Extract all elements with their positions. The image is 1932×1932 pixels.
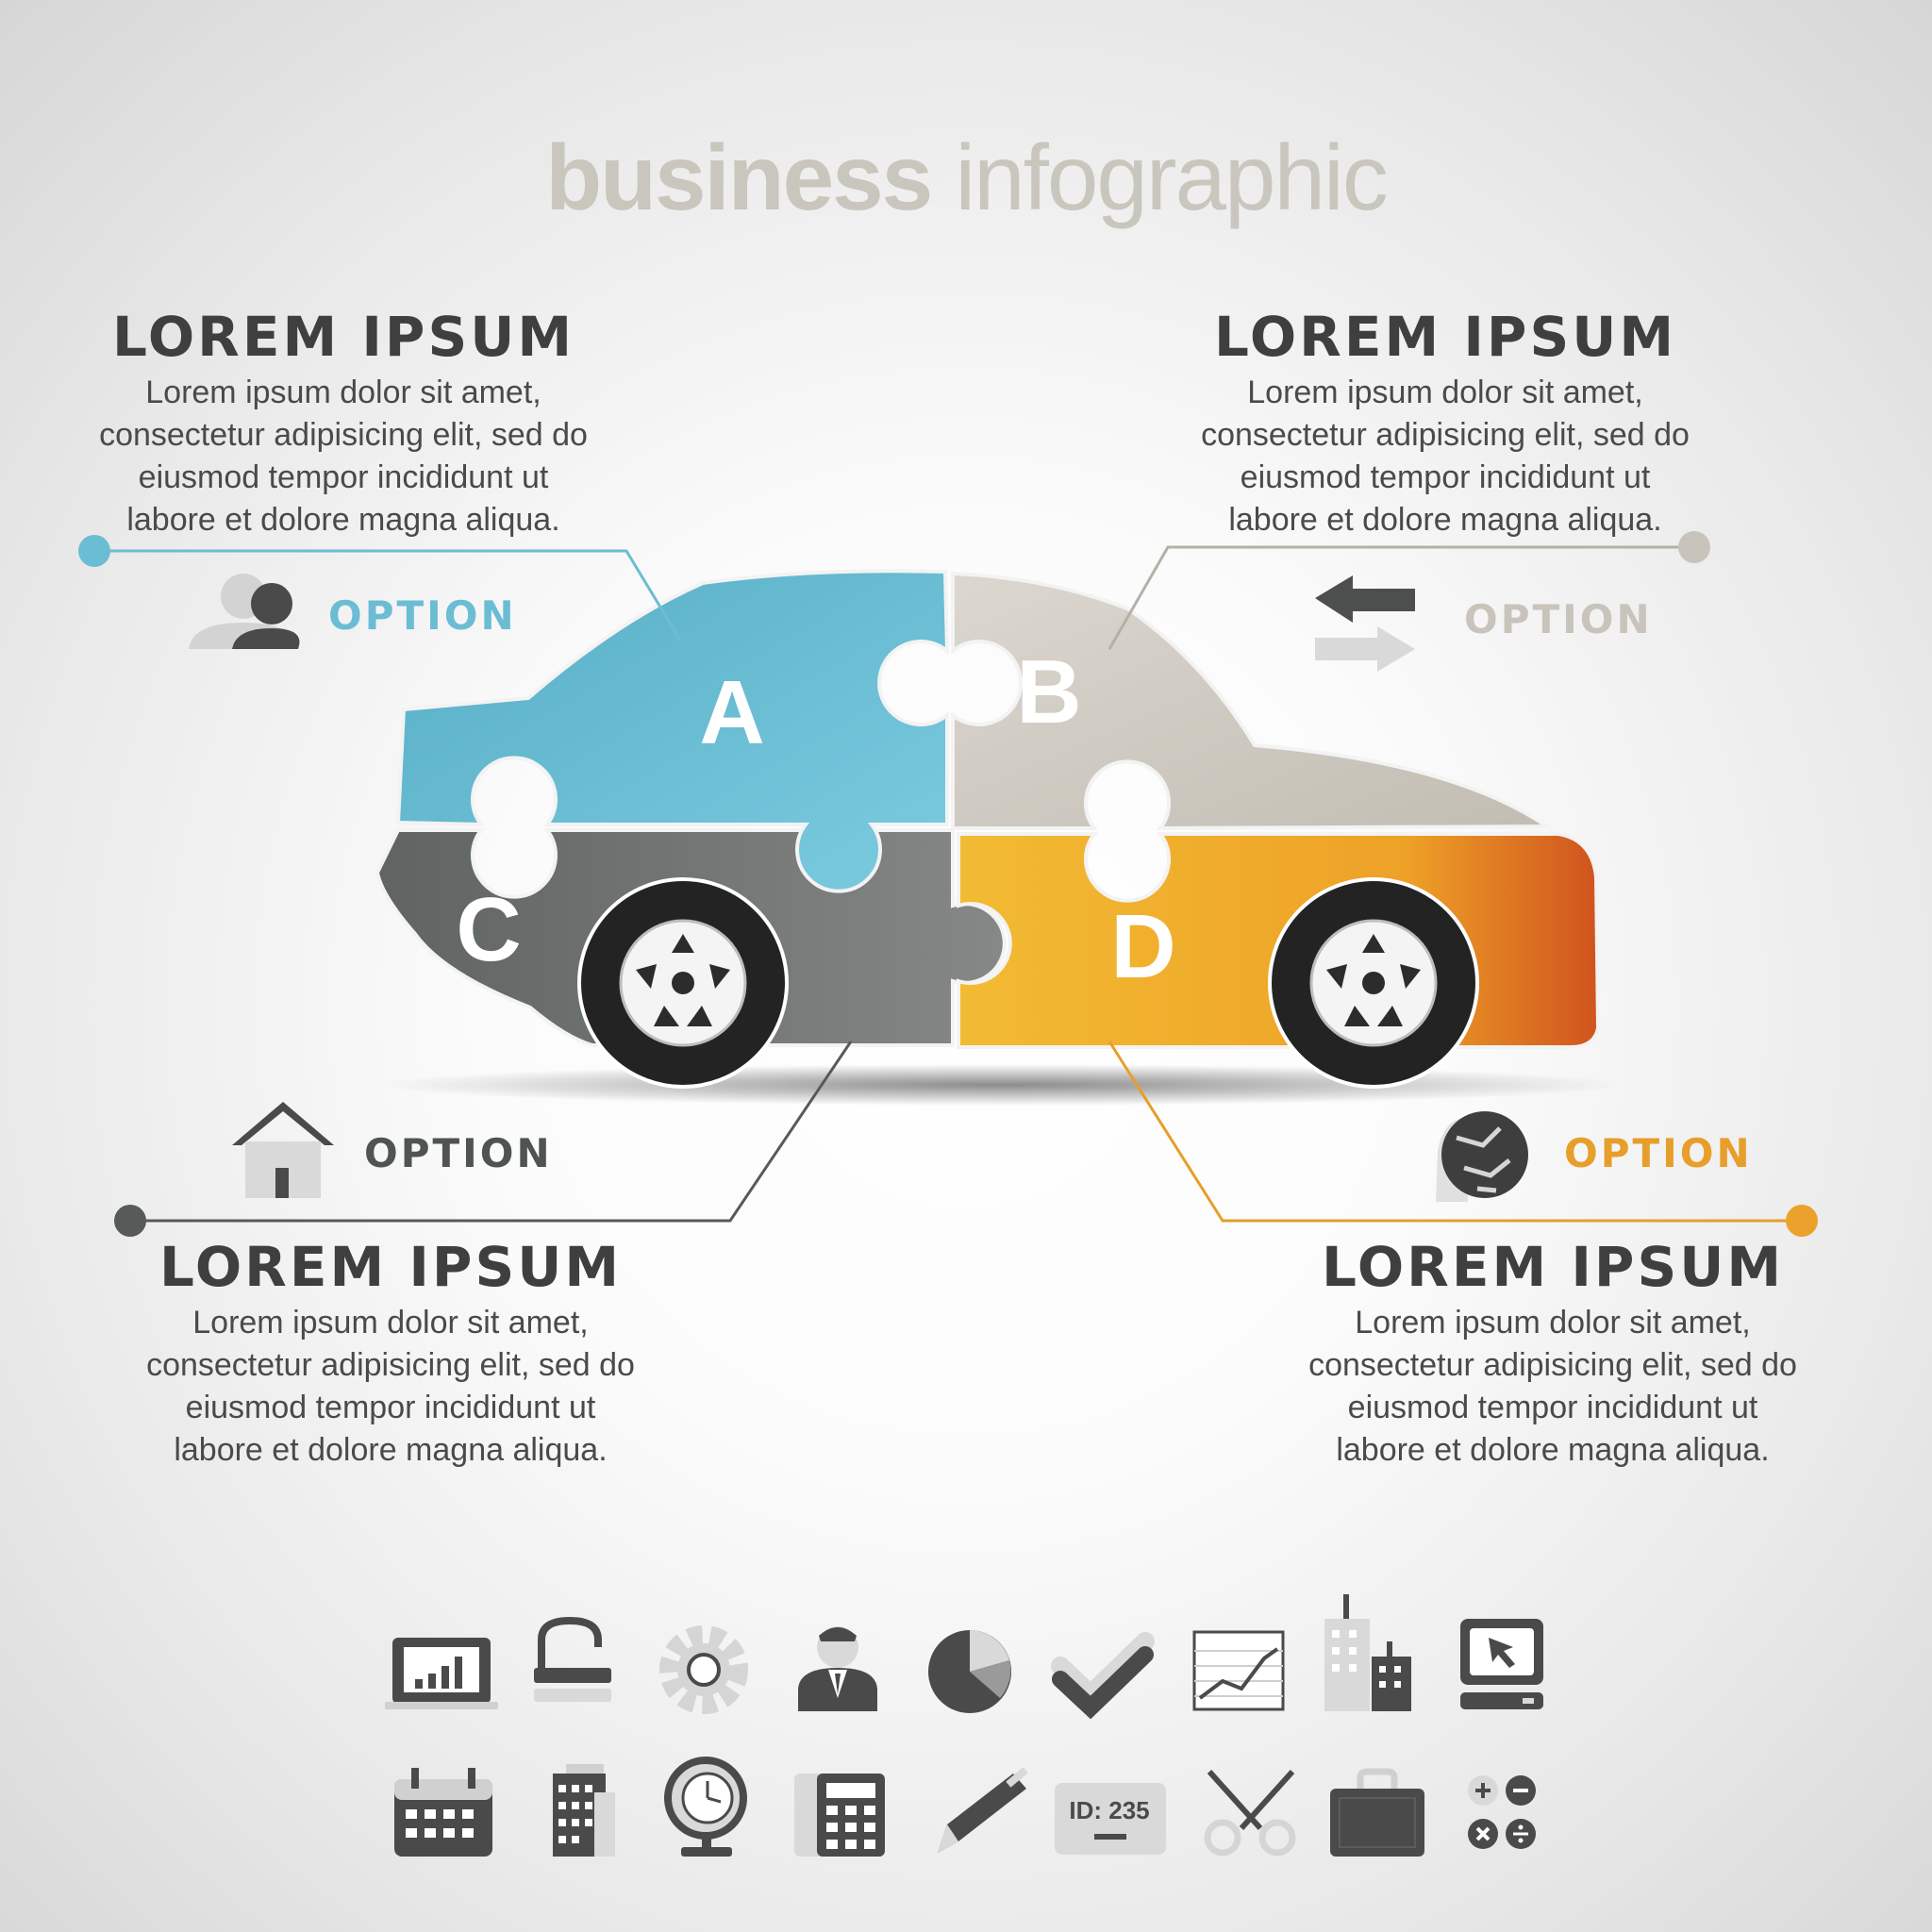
scissors-icon (1204, 1769, 1296, 1857)
math-symbols-icon (1468, 1775, 1536, 1849)
businessman-icon (798, 1626, 877, 1711)
block-a: LOREM IPSUM Lorem ipsum dolor sit amet, … (79, 304, 608, 541)
pie-chart-icon (928, 1630, 1011, 1713)
connector-b (1108, 531, 1710, 650)
piece-b-letter: B (1016, 641, 1081, 742)
option-a-label: OPTION (328, 592, 517, 639)
block-d: LOREM IPSUM Lorem ipsum dolor sit amet, … (1289, 1234, 1817, 1472)
head-globe-icon (1436, 1111, 1528, 1202)
piece-a (395, 569, 950, 893)
office-building-icon (553, 1764, 615, 1857)
piece-c-letter: C (456, 879, 521, 980)
block-b-text: Lorem ipsum dolor sit amet, consectetur … (1201, 375, 1690, 538)
computer-cursor-icon (1460, 1619, 1543, 1709)
globe-clock-icon (664, 1757, 747, 1857)
id-card-text: ID: 235 (1069, 1796, 1149, 1824)
wheel-left (577, 877, 789, 1089)
title-light: infographic (955, 125, 1388, 229)
piece-a-letter: A (699, 662, 764, 763)
house-icon (232, 1102, 334, 1198)
connector-a (78, 535, 683, 642)
people-icon (189, 574, 300, 649)
block-c-heading: LOREM IPSUM (158, 1235, 623, 1299)
option-d-label: OPTION (1564, 1130, 1753, 1176)
buildings-icon (1324, 1594, 1411, 1711)
car-shadow (377, 1064, 1623, 1106)
checkmark-icon (1051, 1632, 1155, 1720)
block-c-text: Lorem ipsum dolor sit amet, consectetur … (146, 1305, 635, 1468)
wheel-right (1268, 877, 1479, 1089)
calculator-icon (794, 1774, 885, 1857)
option-c-label: OPTION (364, 1130, 553, 1176)
line-chart-icon (1192, 1630, 1285, 1711)
page-title: business infographic (0, 125, 1932, 231)
block-c: LOREM IPSUM Lorem ipsum dolor sit amet, … (126, 1234, 655, 1472)
gear-icon (659, 1625, 748, 1714)
padlock-icon (534, 1616, 611, 1702)
connector-d (1108, 1041, 1818, 1237)
title-bold: business (545, 125, 933, 229)
id-card-icon: ID: 235 (1055, 1783, 1166, 1855)
pen-icon (938, 1767, 1028, 1853)
block-a-heading: LOREM IPSUM (111, 305, 575, 369)
briefcase-icon (1330, 1768, 1424, 1857)
block-d-text: Lorem ipsum dolor sit amet, consectetur … (1308, 1305, 1797, 1468)
calendar-icon (394, 1768, 492, 1857)
option-b-label: OPTION (1464, 596, 1653, 642)
block-d-heading: LOREM IPSUM (1321, 1235, 1785, 1299)
block-a-text: Lorem ipsum dolor sit amet, consectetur … (99, 375, 588, 538)
connector-c (114, 1041, 853, 1237)
monitor-chart-icon (385, 1638, 498, 1709)
block-b: LOREM IPSUM Lorem ipsum dolor sit amet, … (1181, 304, 1709, 541)
arrows-exchange-icon (1315, 575, 1415, 672)
piece-d-letter: D (1110, 896, 1175, 997)
piece-b (951, 571, 1554, 831)
block-b-heading: LOREM IPSUM (1213, 305, 1677, 369)
